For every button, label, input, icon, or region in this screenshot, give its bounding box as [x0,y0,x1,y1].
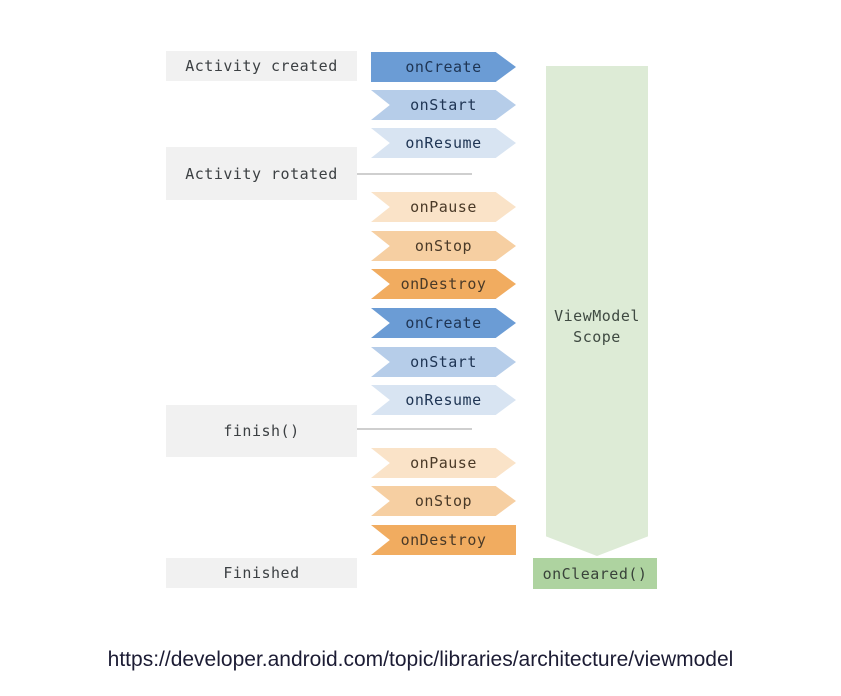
stage-activity-created: Activity created [166,51,357,81]
arrow-onstop-2: onStop [371,486,516,516]
arrow-onpause-1: onPause [371,192,516,222]
stage-finish: finish() [166,405,357,457]
arrow-oncreate-2: onCreate [371,308,516,338]
arrow-onstop-1: onStop [371,231,516,261]
arrow-onstart-2: onStart [371,347,516,377]
arrow-onresume-2: onResume [371,385,516,415]
connector-line-rotated [357,173,472,175]
viewmodel-scope-arrow: ViewModel Scope [546,66,648,556]
arrow-onstart-1: onStart [371,90,516,120]
arrow-onpause-2: onPause [371,448,516,478]
source-url: https://developer.android.com/topic/libr… [107,648,734,671]
arrow-oncreate-1: onCreate [371,52,516,82]
arrow-onresume-1: onResume [371,128,516,158]
connector-line-finish [357,428,472,430]
stage-activity-rotated: Activity rotated [166,147,357,200]
oncleared-box: onCleared() [533,558,657,589]
viewmodel-scope-label: ViewModel Scope [554,307,640,346]
arrow-ondestroy-2: onDestroy [371,525,516,555]
stage-finished: Finished [166,558,357,588]
arrow-ondestroy-1: onDestroy [371,269,516,299]
